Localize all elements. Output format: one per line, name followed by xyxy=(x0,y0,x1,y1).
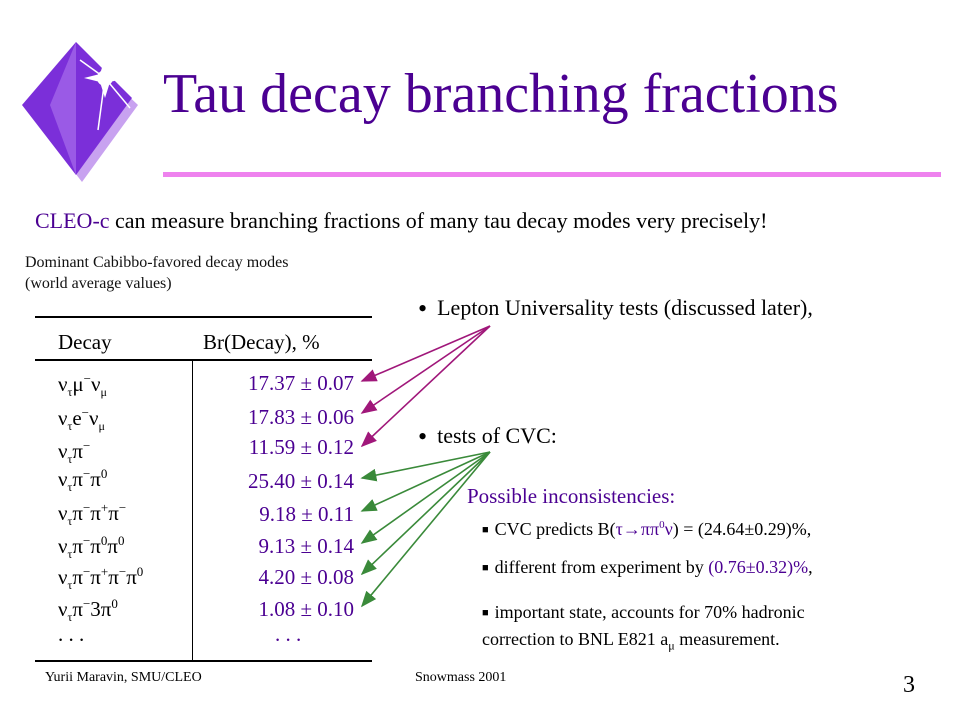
decay-mode-8: ντπ−3π0 xyxy=(58,596,118,625)
br-value-7: 4.20 ± 0.08 xyxy=(258,565,354,589)
item1-prefix: CVC predicts B( xyxy=(494,519,616,539)
br-value-ellipsis: . . . xyxy=(275,622,302,646)
decay-mode-ellipsis: . . . xyxy=(58,622,85,646)
table-caption-line-1: Dominant Cabibbo-favored decay modes xyxy=(25,254,289,271)
decay-mode-6: ντπ−π0π0 xyxy=(58,533,125,562)
item1-formula: τ→ππ0ν xyxy=(615,519,673,539)
bullet-lepton-universality: •Lepton Universality tests (discussed la… xyxy=(418,294,813,323)
arrow-lepton-3 xyxy=(360,325,491,448)
inconsistency-item-1: ■CVC predicts B(τ→ππ0ν) = (24.64±0.29)%, xyxy=(482,519,812,539)
br-value-8: 1.08 ± 0.10 xyxy=(258,597,354,621)
arrow-cvc-5 xyxy=(360,451,491,608)
page-number: 3 xyxy=(903,672,915,698)
decay-mode-2: ντe−νμ xyxy=(58,405,105,434)
arrow-cvc-3 xyxy=(360,451,491,544)
item3-line2-prefix: correction to BNL E821 a xyxy=(482,629,669,649)
footer-author: Yurii Maravin, SMU/CLEO xyxy=(45,670,202,685)
star-diamond-icon xyxy=(22,29,161,182)
page-title: Tau decay branching fractions xyxy=(163,63,839,125)
table-rule-header xyxy=(35,359,372,361)
inconsistency-item-3: ■important state, accounts for 70% hadro… xyxy=(482,602,805,653)
table-rule-top xyxy=(35,316,372,318)
item2-suffix: , xyxy=(808,557,813,577)
br-value-2: 17.83 ± 0.06 xyxy=(247,405,354,429)
br-value-1: 17.37 ± 0.07 xyxy=(247,371,354,395)
table-caption-line-2: (world average values) xyxy=(25,275,172,292)
inconsistency-item-2: ■different from experiment by (0.76±0.32… xyxy=(482,557,813,577)
br-value-3: 11.59 ± 0.12 xyxy=(248,435,354,459)
item2-value: (0.76±0.32)% xyxy=(708,557,809,577)
bullet-cvc-text: tests of CVC: xyxy=(437,423,557,448)
br-value-5: 9.18 ± 0.11 xyxy=(259,502,354,526)
item2-prefix: different from experiment by xyxy=(494,557,709,577)
arrow-cvc-1 xyxy=(360,451,491,482)
item3-line1: important state, accounts for 70% hadron… xyxy=(494,602,805,622)
bullet-cvc: •tests of CVC: xyxy=(418,422,557,451)
decay-mode-4: ντπ−π0 xyxy=(58,466,108,495)
table-header-decay: Decay xyxy=(58,330,112,354)
decay-mode-3: ντπ− xyxy=(58,438,91,467)
item1-suffix: ) = (24.64±0.29)%, xyxy=(672,519,812,539)
item3-line2-suffix: measurement. xyxy=(674,629,780,649)
arrow-cvc-2 xyxy=(360,451,491,512)
footer-conference: Snowmass 2001 xyxy=(415,670,507,685)
decay-mode-7: ντπ−π+π−π0 xyxy=(58,564,144,593)
title-underline xyxy=(163,172,941,177)
lead-sentence: CLEO-c can measure branching fractions o… xyxy=(35,208,767,234)
decay-mode-5: ντπ−π+π− xyxy=(58,500,127,529)
br-value-6: 9.13 ± 0.14 xyxy=(258,534,354,558)
arrow-lepton-2 xyxy=(360,325,491,414)
decay-mode-1: ντμ−νμ xyxy=(58,371,107,400)
arrow-cvc-4 xyxy=(360,451,491,576)
inconsistencies-heading: Possible inconsistencies: xyxy=(467,484,676,508)
br-value-4: 25.40 ± 0.14 xyxy=(247,469,354,493)
lead-rest: can measure branching fractions of many … xyxy=(109,208,768,233)
table-header-br: Br(Decay), % xyxy=(203,330,320,354)
arrow-lepton-1 xyxy=(360,325,491,382)
lead-highlight: CLEO-c xyxy=(35,208,110,233)
table-caption: Dominant Cabibbo-favored decay modes (wo… xyxy=(25,252,288,294)
table-rule-bottom xyxy=(35,660,372,662)
bullet-lepton-text: Lepton Universality tests (discussed lat… xyxy=(437,295,813,320)
table-column-divider xyxy=(192,359,193,662)
